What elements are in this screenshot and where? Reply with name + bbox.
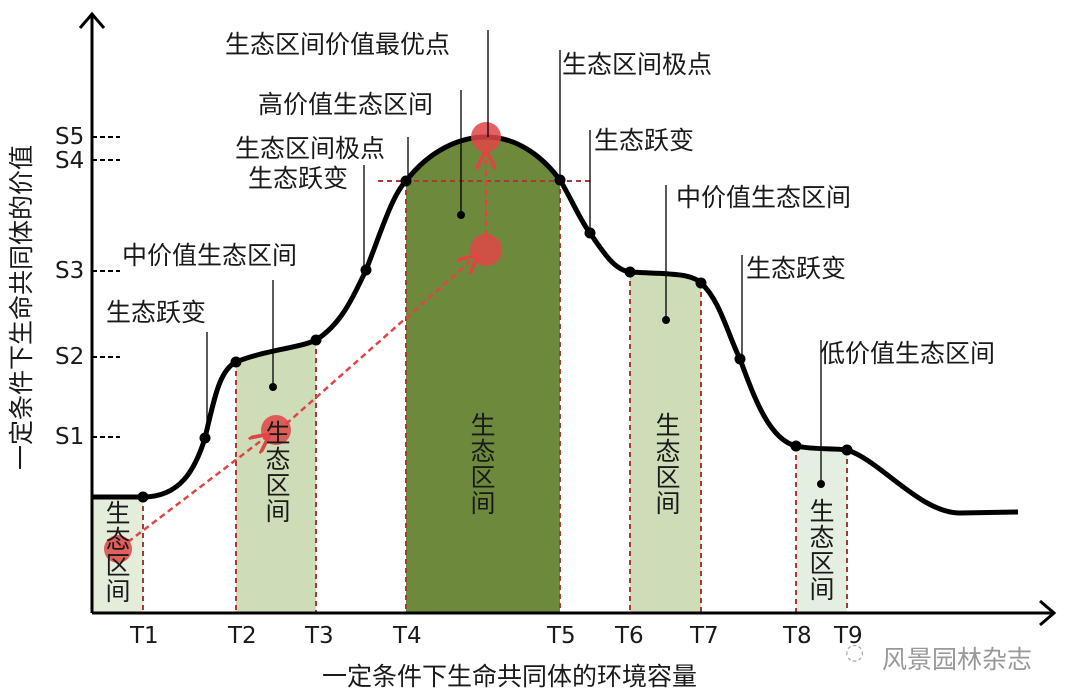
x-tick-t5: T5 — [547, 623, 576, 649]
x-axis-title: 一定条件下生命共同体的环境容量 — [322, 662, 698, 691]
y-tick-dashes — [92, 136, 120, 438]
y-tick-s4: S4 — [55, 148, 85, 174]
region-label-t0-t1: 生态区间 — [102, 500, 131, 604]
label-high-value-interval: 高价值生态区间 — [258, 90, 434, 119]
x-tick-t6: T6 — [615, 623, 644, 649]
region-label-t6-t7: 生态区间 — [652, 412, 681, 516]
label-extreme-right: 生态区间极点 — [562, 50, 713, 79]
y-tick-s3: S3 — [55, 258, 85, 284]
boundary-lines — [142, 180, 848, 613]
value-curve — [92, 134, 1019, 516]
label-extreme-left: 生态区间极点 — [235, 134, 386, 163]
y-tick-s5: S5 — [55, 124, 85, 150]
axes — [78, 11, 1057, 627]
leader-lines — [206, 30, 822, 484]
wechat-icon: ◌ — [845, 640, 865, 665]
label-optimum-point: 生态区间价值最优点 — [225, 30, 451, 59]
region-label-t4-t5: 生态区间 — [467, 412, 496, 516]
label-leap-left-lower: 生态跃变 — [106, 298, 207, 327]
label-mid-value-left: 中价值生态区间 — [122, 241, 298, 270]
label-leap-left-upper: 生态跃变 — [248, 164, 349, 193]
y-tick-s2: S2 — [55, 344, 85, 370]
x-tick-t9: T9 — [834, 623, 863, 649]
region-label-t2-t3: 生态区间 — [262, 420, 291, 524]
x-tick-t8: T8 — [783, 623, 812, 649]
y-axis-title: 一定条件下生命共同体的价值 — [7, 144, 36, 470]
region-label-t8-t9: 生态区间 — [806, 498, 835, 602]
value-path-arrows — [119, 155, 486, 549]
region-t4-t5 — [406, 137, 560, 613]
label-leap-right-upper: 生态跃变 — [594, 126, 695, 155]
x-tick-t4: T4 — [393, 623, 422, 649]
label-mid-value-right: 中价值生态区间 — [676, 183, 852, 212]
x-tick-t3: T3 — [305, 623, 334, 649]
watermark: 风景园林杂志 — [882, 645, 1033, 674]
red-markers — [104, 122, 502, 563]
curve-dots — [137, 174, 853, 503]
label-low-value-interval: 低价值生态区间 — [820, 339, 996, 368]
x-tick-t1: T1 — [130, 623, 159, 649]
y-tick-s1: S1 — [55, 424, 85, 450]
x-tick-t7: T7 — [690, 623, 719, 649]
label-leap-right-lower: 生态跃变 — [746, 254, 847, 283]
x-tick-t2: T2 — [228, 623, 257, 649]
